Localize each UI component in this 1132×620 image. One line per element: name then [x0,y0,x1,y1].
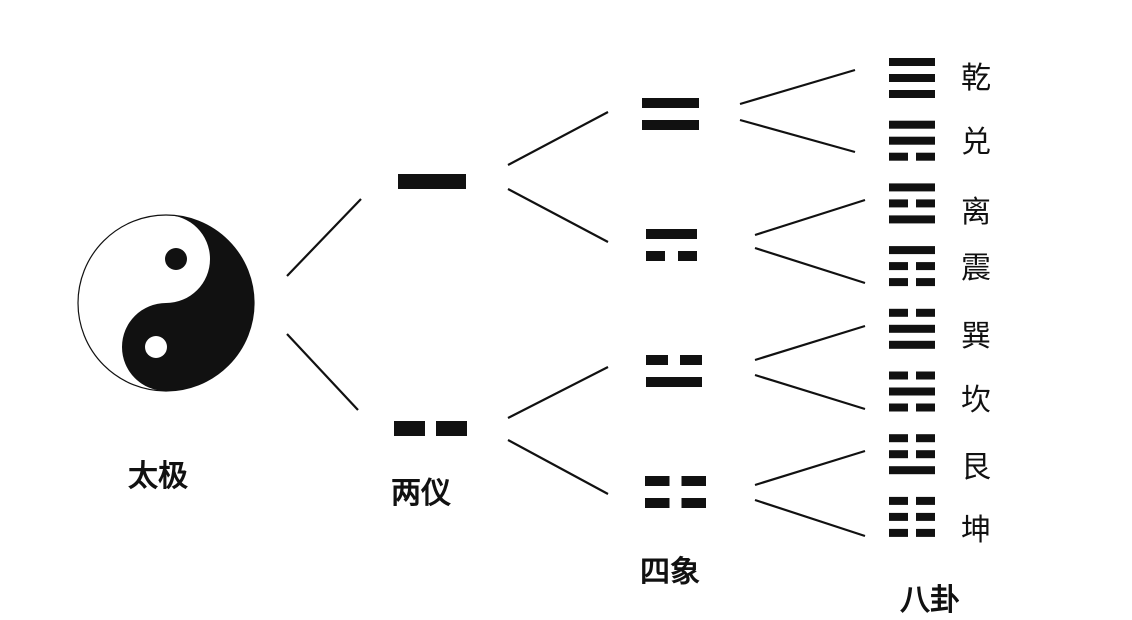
branch-line [754,198,866,237]
yang-line [642,120,699,130]
yang-line [889,246,935,255]
yin-line-segment [681,498,706,508]
yin-line-segment [916,496,935,505]
yin-line-segment [889,512,908,521]
yang-line [889,466,935,475]
branch-line [754,449,866,487]
branch-line [507,111,609,166]
yang-line [646,229,697,239]
yin-line-segment [681,476,706,486]
yin-line-segment [889,528,908,537]
yin-line-segment [889,403,908,412]
yin-line-segment [889,262,908,271]
yin-line-segment [889,199,908,208]
yang-line [889,387,935,396]
yang-line [398,174,466,189]
yin-line-segment [680,355,702,365]
branch-line [507,188,609,243]
branch-line [507,366,609,419]
yin-line-segment [889,152,908,161]
yin-line-segment [646,251,665,261]
trigram-name-kan: 坎 [961,383,991,418]
trigram-name-xun: 巽 [961,319,991,354]
yang-line [889,58,935,66]
branch-line [754,246,866,285]
yang-line [646,377,702,387]
branch-line [754,498,866,538]
trigram-zhen [889,246,935,287]
yin-line-segment [889,278,908,287]
yin-line-segment [645,476,670,486]
branch-line [739,118,856,154]
yin-line-segment [916,262,935,271]
liangyi-yin [394,421,467,436]
trigram-gen [889,434,935,475]
sixiang-shaoyin [646,229,697,261]
trigram-name-zhen: 震 [961,251,991,286]
yin-line-segment [889,371,908,380]
yang-line [889,90,935,98]
trigram-xun [889,308,935,349]
yin-line-segment [645,498,670,508]
yin-line-segment [916,278,935,287]
yang-line [889,120,935,129]
liangyi-branches [507,111,609,495]
branch-line [507,439,609,495]
yang-line [889,324,935,333]
yin-line-segment [916,403,935,412]
yin-line-segment [889,496,908,505]
trigram-qian [889,58,935,98]
yin-yang-icon [77,214,255,392]
yin-line-segment [889,434,908,443]
yin-line-segment [436,421,467,436]
liangyi-yang [398,174,466,189]
yang-line [889,340,935,349]
trigram-kan [889,371,935,412]
yin-line-segment [678,251,697,261]
yang-line [889,136,935,145]
yin-line-segment [916,308,935,317]
sixiang-branches [739,68,866,538]
trigram-dui [889,120,935,161]
yang-line [642,98,699,108]
stage-label-sixiang: 四象 [640,555,700,590]
trigram-name-gen: 艮 [961,450,991,485]
yin-line-segment [889,308,908,317]
yang-line [889,215,935,224]
branch-line [286,198,362,277]
yang-line [889,183,935,192]
stage-label-liangyi: 两仪 [391,476,451,511]
branch-line [739,68,856,106]
yin-line-segment [646,355,668,365]
yang-line [889,74,935,82]
stage-label-bagua: 八卦 [900,583,960,618]
yin-line-segment [916,450,935,459]
trigram-name-kun: 坤 [961,513,991,548]
taiji-branches [286,198,362,411]
sixiang-taiyang [642,98,699,130]
branch-line [754,324,866,362]
branch-line [286,333,359,411]
yin-line-segment [916,152,935,161]
trigram-name-li: 离 [961,195,991,230]
trigram-li [889,183,935,224]
trigram-name-dui: 兑 [961,125,991,160]
yin-line-segment [916,199,935,208]
sixiang-shaoyang [646,355,702,387]
yin-line-segment [916,512,935,521]
yin-line-segment [889,450,908,459]
sixiang-taiyin [645,476,706,508]
branch-line [754,373,866,411]
trigram-kun [889,496,935,537]
trigram-name-qian: 乾 [961,61,991,96]
yin-line-segment [916,434,935,443]
stage-label-taiji: 太极 [128,459,188,494]
yin-line-segment [916,528,935,537]
yin-line-segment [916,371,935,380]
yin-line-segment [394,421,425,436]
